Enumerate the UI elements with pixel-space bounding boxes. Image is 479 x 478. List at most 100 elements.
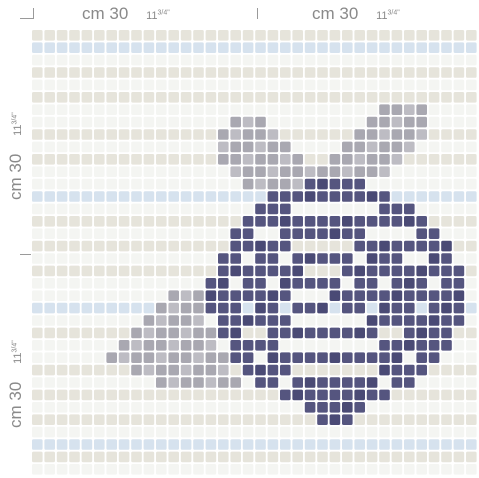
mosaic-tile-background (106, 426, 117, 438)
mosaic-tile-purple (342, 352, 353, 363)
mosaic-tile-background (56, 426, 68, 438)
mosaic-tile-background (94, 327, 105, 339)
mosaic-tile-background (32, 402, 43, 413)
mosaic-tile-background (366, 402, 378, 413)
mosaic-tile-background (32, 389, 43, 401)
mosaic-tile-gray (354, 166, 365, 177)
mosaic-tile-background (304, 240, 316, 252)
mosaic-tile-background (32, 439, 43, 450)
mosaic-tile-purple (404, 377, 415, 388)
mosaic-tile-background (32, 129, 43, 140)
mosaic-tile-background (156, 166, 167, 177)
mosaic-tile-background (56, 253, 68, 264)
mosaic-tile-background (193, 414, 204, 425)
mosaic-tile-background (118, 141, 130, 153)
mosaic-tile-background (280, 253, 291, 264)
mosaic-tile-background (32, 278, 43, 289)
mosaic-tile-background (453, 67, 465, 78)
mosaic-tile-background (81, 315, 93, 326)
mosaic-tile-background (218, 67, 229, 78)
mosaic-tile-gray (143, 340, 155, 351)
mosaic-tile-purple (317, 352, 328, 363)
mosaic-tile-background (267, 414, 279, 425)
mosaic-tile-purple (218, 253, 229, 264)
mosaic-tile-background (69, 340, 80, 351)
mosaic-tile-background (44, 302, 55, 314)
mosaic-tile-background (453, 352, 465, 363)
mosaic-tile-gray (292, 166, 303, 177)
mosaic-tile-background (32, 216, 43, 227)
mosaic-tile-purple (242, 340, 254, 351)
mosaic-tile-background (304, 42, 316, 53)
mosaic-tile-gray (391, 141, 403, 153)
mosaic-tile-background (466, 154, 477, 165)
mosaic-tile-background (69, 54, 80, 66)
mosaic-tile-background (218, 30, 229, 41)
mosaic-tile-background (156, 54, 167, 66)
mosaic-tile-gray (218, 141, 229, 153)
mosaic-tile-background (416, 402, 427, 413)
mosaic-tile-background (366, 364, 378, 376)
mosaic-tile-background (81, 166, 93, 177)
mosaic-tile-background (44, 129, 55, 140)
mosaic-tile-gray (205, 377, 217, 388)
mosaic-tile-gray (416, 129, 427, 140)
mosaic-tile-purple (242, 228, 254, 239)
mosaic-tile-gray (242, 116, 254, 128)
mosaic-tile-purple (218, 265, 229, 277)
mosaic-tile-background (56, 228, 68, 239)
mosaic-tile-background (94, 402, 105, 413)
mosaic-tile-background (44, 104, 55, 115)
mosaic-tile-background (242, 327, 254, 339)
mosaic-tile-background (106, 315, 117, 326)
mosaic-tile-background (156, 414, 167, 425)
mosaic-tile-background (94, 464, 105, 475)
mosaic-tile-background (342, 464, 353, 475)
mosaic-tile-background (156, 265, 167, 277)
mosaic-tile-background (44, 278, 55, 289)
mosaic-tile-purple (428, 240, 440, 252)
mosaic-tile-background (453, 464, 465, 475)
mosaic-tile-background (466, 278, 477, 289)
mosaic-tile-background (317, 54, 328, 66)
mosaic-tile-background (317, 364, 328, 376)
mosaic-tile-purple (453, 265, 465, 277)
mosaic-tile-background (391, 389, 403, 401)
mosaic-tile-background (44, 166, 55, 177)
mosaic-tile-background (354, 42, 365, 53)
mosaic-tile-background (205, 154, 217, 165)
mosaic-tile-gray (118, 352, 130, 363)
mosaic-tile-gray (280, 141, 291, 153)
mosaic-tile-background (180, 389, 192, 401)
mosaic-tile-background (118, 253, 130, 264)
mosaic-tile-background (69, 166, 80, 177)
mosaic-tile-background (280, 402, 291, 413)
mosaic-tile-background (81, 67, 93, 78)
mosaic-tile-gray (205, 364, 217, 376)
mosaic-tile-background (32, 79, 43, 91)
mosaic-tile-background (441, 54, 452, 66)
mosaic-tile-background (342, 426, 353, 438)
mosaic-tile-background (267, 79, 279, 91)
mosaic-tile-gray (354, 141, 365, 153)
mosaic-tile-background (168, 54, 179, 66)
mosaic-tile-purple (428, 315, 440, 326)
mosaic-tile-background (416, 141, 427, 153)
mosaic-tile-background (329, 364, 341, 376)
mosaic-tile-background (118, 67, 130, 78)
mosaic-tile-background (304, 426, 316, 438)
mosaic-tile-background (32, 352, 43, 363)
mosaic-tile-background (168, 216, 179, 227)
mosaic-tile-background (32, 178, 43, 190)
mosaic-tile-background (180, 141, 192, 153)
mosaic-tile-purple (317, 191, 328, 202)
mosaic-tile-background (81, 42, 93, 53)
top-dimension-right: cm 30 113/4" (312, 4, 400, 24)
mosaic-tile-background (156, 30, 167, 41)
mosaic-tile-background (441, 414, 452, 425)
mosaic-tile-background (32, 92, 43, 103)
mosaic-tile-background (428, 154, 440, 165)
mosaic-tile-background (242, 203, 254, 215)
mosaic-tile-purple (379, 253, 390, 264)
mosaic-tile-purple (218, 327, 229, 339)
